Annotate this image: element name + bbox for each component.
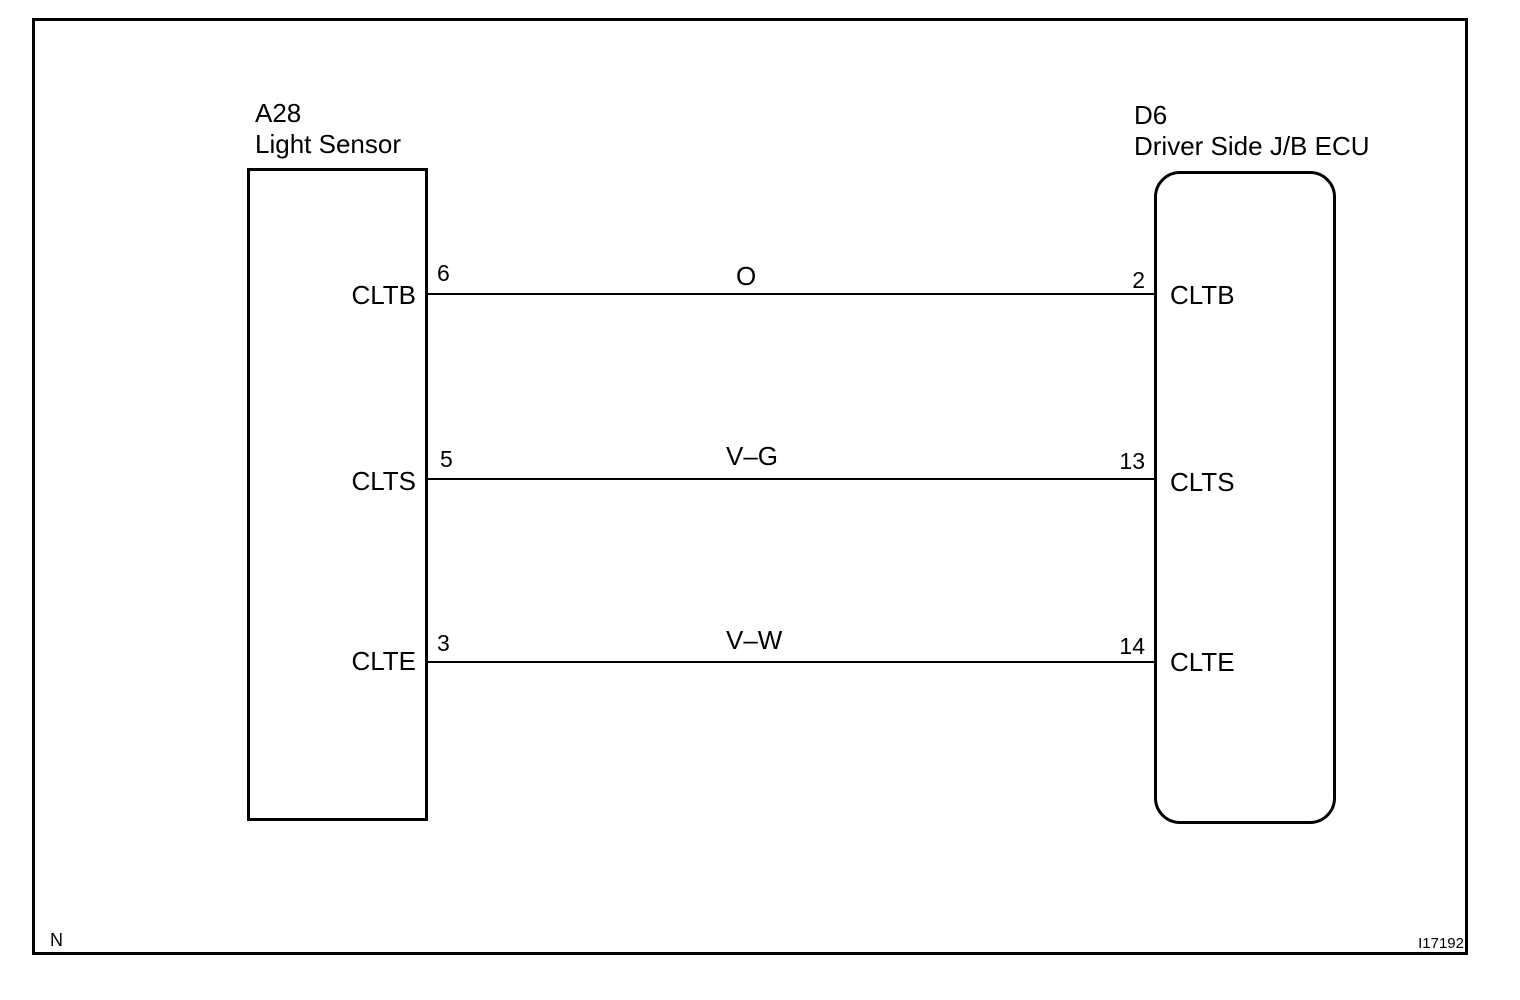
right-pin-name: CLTS: [1170, 467, 1235, 497]
left-component-code: A28: [255, 98, 302, 128]
corner-mark: N: [50, 930, 63, 950]
wire-line: [427, 293, 1155, 295]
right-component-code: D6: [1134, 100, 1168, 130]
light-sensor-connector: [247, 168, 428, 821]
wire-line: [427, 478, 1155, 480]
right-pin-number: 2: [1132, 267, 1145, 293]
diagram-frame: [32, 18, 1468, 955]
right-pin-number: 14: [1119, 633, 1145, 659]
wire-color-label: V–W: [726, 625, 783, 655]
wire-color-label: O: [736, 261, 757, 291]
left-component-name: Light Sensor: [255, 129, 401, 159]
right-component-name: Driver Side J/B ECU: [1134, 131, 1370, 161]
figure-code: I17192: [1418, 935, 1464, 952]
wire-color-label: V–G: [726, 441, 779, 471]
wire-line: [427, 661, 1155, 663]
left-pin-name: CLTS: [351, 466, 416, 496]
left-pin-number: 5: [440, 446, 453, 472]
left-pin-number: 6: [437, 260, 450, 286]
left-pin-number: 3: [437, 630, 450, 656]
right-pin-name: CLTB: [1170, 280, 1235, 310]
driver-side-jb-ecu-connector: [1154, 171, 1336, 824]
left-pin-name: CLTB: [351, 280, 416, 310]
right-pin-number: 13: [1119, 448, 1145, 474]
right-pin-name: CLTE: [1170, 647, 1235, 677]
left-pin-name: CLTE: [351, 646, 416, 676]
